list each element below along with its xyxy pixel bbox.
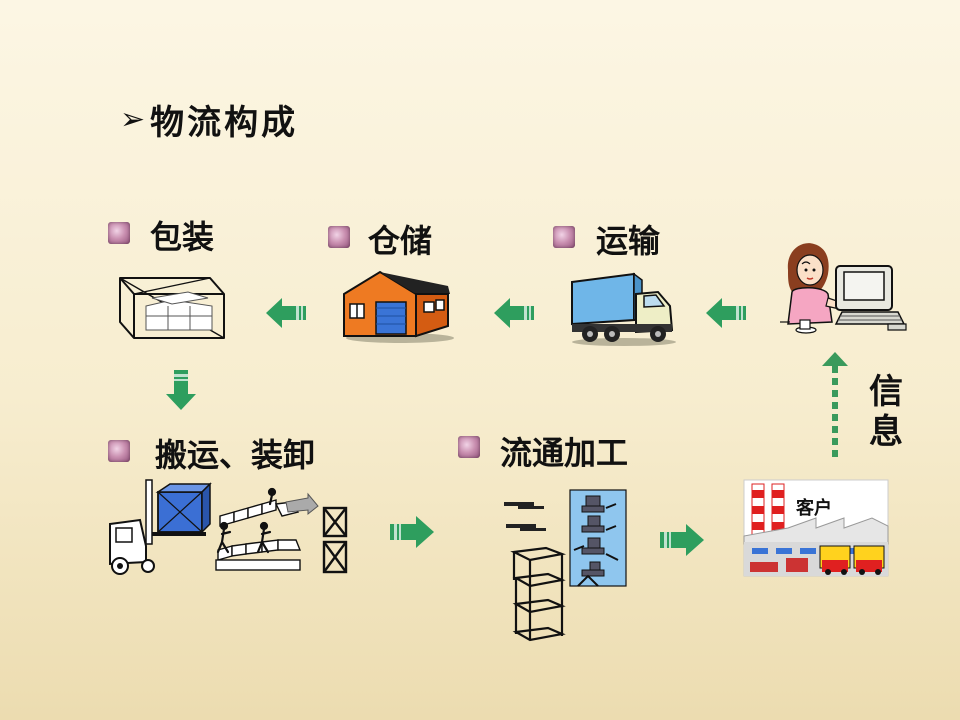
processing-machine-icon — [569, 489, 627, 587]
processing-shelves-icon — [504, 502, 567, 642]
workers-loading-icon — [215, 487, 302, 571]
info-dashed-arrow-icon — [822, 352, 848, 460]
arrow-down-icon — [166, 370, 196, 410]
arrow-bullet-icon: ➢ — [120, 102, 149, 137]
packaging-box-icon — [119, 277, 225, 339]
bullet-icon — [328, 226, 350, 248]
handling-racks-icon — [285, 492, 348, 574]
arrow-left-icon — [706, 298, 746, 328]
label-warehousing: 仓储 — [368, 222, 433, 260]
label-transport: 运输 — [596, 222, 661, 260]
customer-factory-icon — [743, 479, 889, 577]
bullet-icon — [108, 440, 130, 462]
warehouse-icon — [343, 270, 454, 343]
bullet-icon — [108, 222, 130, 244]
label-handling: 搬运、装卸 — [155, 436, 316, 474]
label-processing: 流通加工 — [500, 434, 629, 472]
arrow-left-icon — [494, 298, 534, 328]
page-title: ➢ 物流构成 — [120, 95, 298, 144]
bullet-icon — [458, 436, 480, 458]
bullet-icon — [553, 226, 575, 248]
arrow-right-icon — [660, 524, 704, 556]
truck-icon — [571, 272, 676, 346]
label-information: 信 息 — [869, 372, 903, 452]
person-at-computer-icon — [780, 243, 907, 334]
forklift-icon — [109, 479, 212, 575]
arrow-right-icon — [390, 516, 434, 548]
label-packaging: 包装 — [150, 218, 215, 256]
customer-label: 客户 — [796, 498, 832, 519]
page-title-text: 物流构成 — [150, 103, 299, 143]
arrow-left-icon — [266, 298, 306, 328]
